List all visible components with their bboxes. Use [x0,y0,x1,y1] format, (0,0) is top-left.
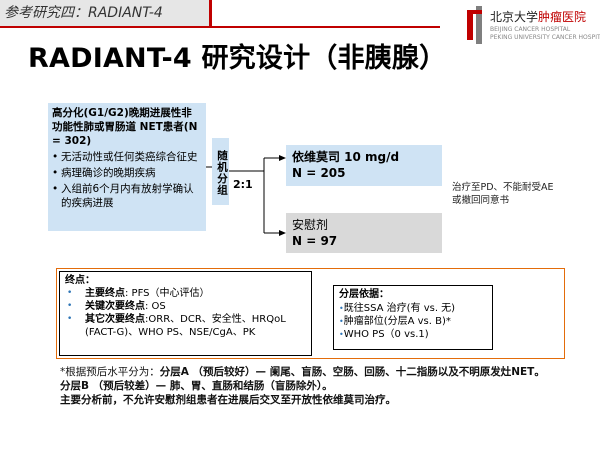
footnote-line2: 分层B （预后较差）— 肺、胃、直肠和结肠（盲肠除外）。 [60,379,580,393]
list-item: • 其它次要终点:ORR、DCR、安全性、HRQoL (FACT-G)、WHO P… [65,313,306,339]
arrow-arm2-icon [279,230,286,236]
arrow-arm1-icon [279,155,286,161]
endpoint-value: : PFS（中心评估） [125,288,210,299]
treatment-note: 治疗至PD、不能耐受AE或撤回同意书 [452,182,554,206]
endpoints-list: • 主要终点: PFS（中心评估） • 关键次要终点: OS • 其它次要终点:ORR… [65,287,306,339]
section-tag: 参考研究四：RADIANT-4 [0,0,212,26]
bullet-icon: • [339,317,344,326]
logo-en-text: BEIJING CANCER HOSPITAL PEKING UNIVERSIT… [490,26,600,42]
list-item: •既往SSA 治疗(有 vs. 无) [339,302,487,315]
population-box: 高分化(G1/G2)晚期进展性非功能性肺或胃肠道 NET患者(N = 302) … [48,103,206,231]
header-rule [0,26,440,28]
population-criteria: 无活动性或任何类癌综合征史 病理确诊的晚期疾病 入组前6个月内有放射学确认的疾病… [52,150,202,210]
randomization-box: 随机分组 [212,138,229,205]
bullet-icon: • [67,288,73,298]
page-title: RADIANT-4 研究设计（非胰腺） [28,43,447,74]
footnote-prefix: *根据预后水平分为： [60,366,160,378]
list-item: 入组前6个月内有放射学确认的疾病进展 [52,182,202,210]
endpoint-label: 关键次要终点 [85,301,145,312]
hospital-logo: 北京大学肿瘤医院 BEIJING CANCER HOSPITAL PEKING … [466,4,600,46]
arm-name: 依维莫司 10 mg/d [292,150,400,164]
strat-text: WHO PS（0 vs.1) [343,329,429,340]
logo-cn-text: 北京大学肿瘤医院 [490,8,586,25]
strat-text: 既往SSA 治疗(有 vs. 无) [343,303,456,314]
arm-n: N = 97 [292,234,338,248]
list-item: 无活动性或任何类癌综合征史 [52,150,202,164]
arm-everolimus: 依维莫司 10 mg/d N = 205 [286,145,442,186]
bullet-icon: • [67,301,73,311]
footnote-stratum-b: 分层B （预后较差） [60,380,156,392]
endpoints-frame [56,268,565,359]
list-item: •肿瘤部位(分层A vs. B)* [339,315,487,328]
endpoint-label: 其它次要终点 [85,314,145,325]
arm-n: N = 205 [292,166,346,180]
arm-placebo: 安慰剂 N = 97 [286,213,442,253]
stratification-heading: 分层依据： [339,289,389,300]
footnote-stratum-b-sites: — 肺、胃、直肠和结肠（盲肠除外）。 [155,380,333,392]
list-item: • 主要终点: PFS（中心评估） [65,287,306,300]
logo-en-line2: PEKING UNIVERSITY CANCER HOSPITAL [490,34,600,41]
footnotes: *根据预后水平分为：分层A （预后较好）— 阑尾、盲肠、空肠、回肠、十二指肠以及… [60,365,580,407]
footnote-stratum-a-sites: — 阑尾、盲肠、空肠、回肠、十二指肠以及不明原发灶NET。 [255,366,545,378]
population-heading: 高分化(G1/G2)晚期进展性非功能性肺或胃肠道 NET患者(N = 302) [52,107,198,147]
list-item: • 关键次要终点: OS [65,300,306,313]
logo-en-line1: BEIJING CANCER HOSPITAL [490,26,571,33]
strat-text: 肿瘤部位(分层A vs. B)* [343,316,451,327]
footnote-line1: *根据预后水平分为：分层A （预后较好）— 阑尾、盲肠、空肠、回肠、十二指肠以及… [60,365,580,379]
endpoint-value: : OS [145,301,166,312]
stratification-box: 分层依据： •既往SSA 治疗(有 vs. 无) •肿瘤部位(分层A vs. B… [333,285,493,350]
stratification-list: •既往SSA 治疗(有 vs. 无) •肿瘤部位(分层A vs. B)* •WH… [339,302,487,341]
logo-cn-part1: 北京大学 [490,10,539,24]
randomization-ratio: 2:1 [233,178,253,191]
arm-name: 安慰剂 [292,218,329,232]
logo-cn-part2: 肿瘤医院 [538,10,587,24]
bullet-icon: • [339,330,344,339]
footnote-line3: 主要分析前，不允许安慰剂组患者在进展后交叉至开放性依维莫司治疗。 [60,394,396,406]
footnote-stratum-a: 分层A （预后较好） [159,366,256,378]
endpoints-box: 终点： • 主要终点: PFS（中心评估） • 关键次要终点: OS • 其它次要终点… [59,271,312,356]
endpoint-value: :ORR、DCR、安全性、HRQoL (FACT-G)、WHO PS、NSE/C… [85,314,286,338]
list-item: •WHO PS（0 vs.1) [339,328,487,341]
endpoints-heading: 终点： [65,275,95,286]
endpoint-label: 主要终点 [85,288,125,299]
bullet-icon: • [339,304,344,313]
list-item: 病理确诊的晚期疾病 [52,166,202,180]
bullet-icon: • [67,314,73,324]
logo-mark-icon [467,6,482,44]
